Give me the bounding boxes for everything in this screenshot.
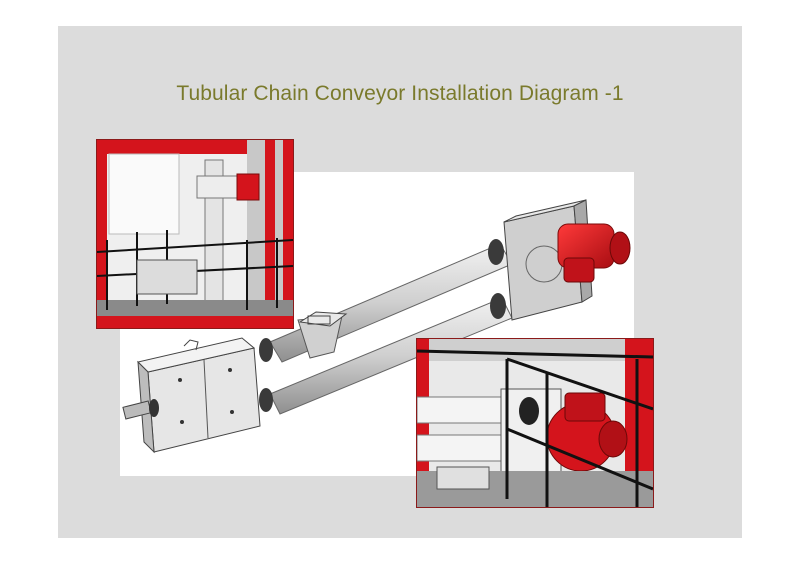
flange-lower-left	[259, 388, 273, 412]
installation-photo-left	[96, 139, 294, 329]
flange-upper-left	[259, 338, 273, 362]
slide-title: Tubular Chain Conveyor Installation Diag…	[176, 82, 624, 105]
conveyor-drawing-svg	[122, 199, 631, 454]
installation-photo-drive-unit-icon	[417, 339, 653, 507]
installation-photo-right	[416, 338, 654, 508]
installation-photo-platform-icon	[97, 140, 293, 328]
flange-lower-right	[490, 293, 506, 319]
flange-upper-right	[488, 239, 504, 265]
